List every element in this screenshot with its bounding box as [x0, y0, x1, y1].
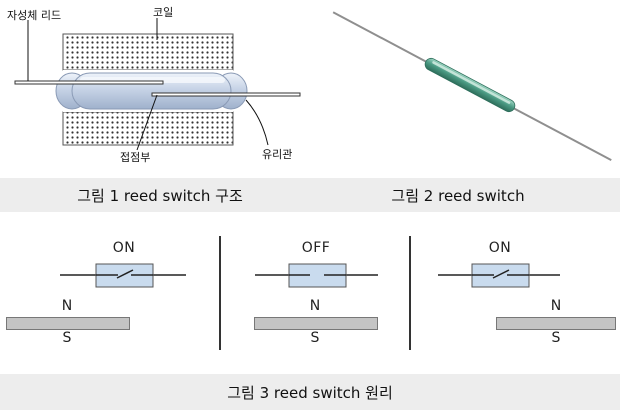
coil-top	[62, 33, 234, 71]
magnet-1	[6, 317, 130, 330]
reed-switch-structure-diagram	[14, 18, 301, 151]
divider-1	[219, 236, 221, 350]
reed-switch-panel-1	[60, 263, 186, 288]
pole-north-2: N	[309, 298, 321, 314]
glass-tube	[55, 72, 248, 110]
reed-switch-panel-2	[255, 263, 378, 288]
label-coil: 코일	[153, 6, 174, 19]
switch-state-1: ON	[112, 240, 136, 256]
caption-figure-3: 그림 3 reed switch 원리	[227, 384, 393, 402]
switch-state-2: OFF	[301, 240, 331, 256]
caption-figure-2: 그림 2 reed switch	[391, 187, 525, 205]
label-contact: 접점부	[120, 151, 151, 164]
green-glass-body	[424, 57, 516, 113]
reed-switch-panel-3	[438, 263, 560, 288]
pole-south-3: S	[551, 330, 561, 346]
caption-figure-1: 그림 1 reed switch 구조	[77, 187, 243, 205]
pole-south-2: S	[310, 330, 320, 346]
switch-state-3: ON	[488, 240, 512, 256]
pole-north-3: N	[550, 298, 562, 314]
pole-north-1: N	[61, 298, 73, 314]
magnet-3	[496, 317, 616, 330]
magnetic-reeds	[14, 80, 301, 97]
reed-switch-photo	[332, 11, 612, 161]
magnet-2	[254, 317, 378, 330]
coil-bottom	[62, 111, 234, 146]
pole-south-1: S	[62, 330, 72, 346]
divider-2	[409, 236, 411, 350]
label-glass-tube: 유리관	[262, 148, 293, 161]
label-magnetic-lead: 자성체 리드	[7, 9, 62, 22]
